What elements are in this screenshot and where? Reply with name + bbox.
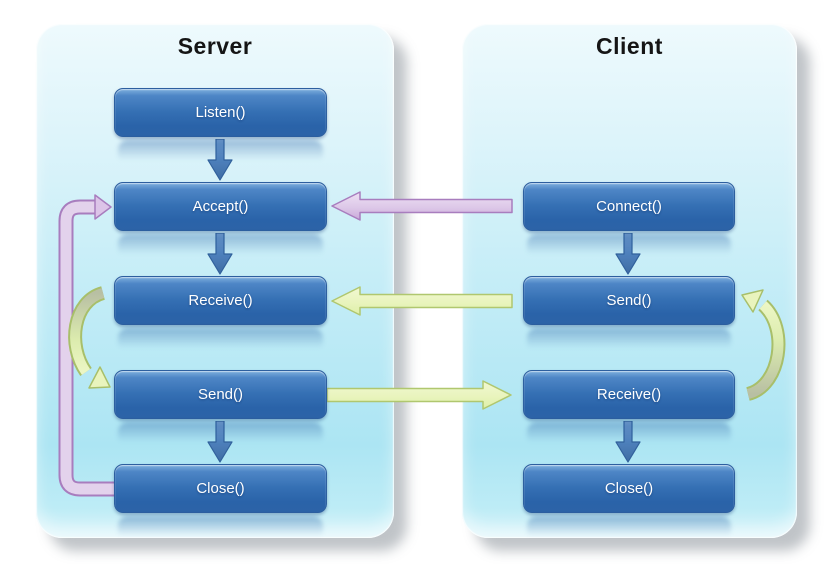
loop-arrow-client-receive-to-send xyxy=(741,289,786,401)
node-server-send: Send() xyxy=(114,370,327,419)
node-server-accept: Accept() xyxy=(114,182,327,231)
node-label: Send() xyxy=(606,292,652,309)
node-label: Receive() xyxy=(596,386,662,403)
node-client-send: Send() xyxy=(523,276,735,325)
node-label: Close() xyxy=(196,480,245,497)
node-label: Connect() xyxy=(596,198,662,215)
arrow-client-send-to-server-receive xyxy=(331,286,513,316)
node-client-receive: Receive() xyxy=(523,370,735,419)
loop-arrow-server-receive-to-send xyxy=(68,286,111,389)
node-server-listen: Listen() xyxy=(114,88,327,137)
arrow-server-send-to-client-receive xyxy=(326,380,512,410)
node-server-close: Close() xyxy=(114,464,327,513)
node-client-connect: Connect() xyxy=(523,182,735,231)
loop-arrow-close-to-accept xyxy=(58,194,114,497)
node-label: Send() xyxy=(197,386,244,403)
client-panel-title: Client xyxy=(596,33,663,59)
server-panel-title: Server xyxy=(177,33,253,59)
node-label: Receive() xyxy=(188,292,253,309)
node-label: Listen() xyxy=(195,104,246,121)
node-label: Accept() xyxy=(192,198,249,215)
node-label: Close() xyxy=(604,480,654,497)
arrow-connect-to-accept xyxy=(331,191,513,221)
node-server-receive: Receive() xyxy=(114,276,327,325)
node-client-close: Close() xyxy=(523,464,735,513)
